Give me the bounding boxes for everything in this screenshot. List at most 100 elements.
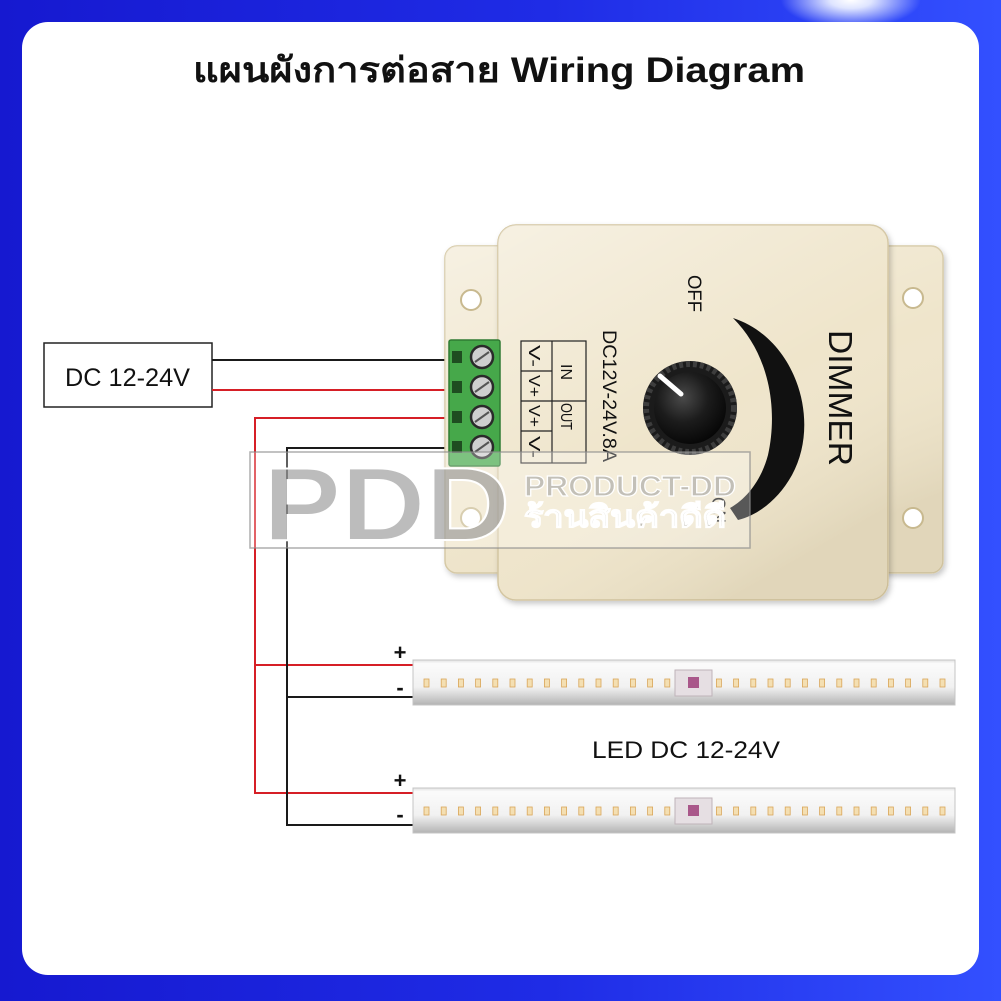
led-chip-row [423,806,946,816]
led-chip [819,806,825,816]
dimmer-name-label: DIMMER [822,330,859,466]
screw-slot [474,441,490,453]
led-chip [922,678,929,688]
led-chip [526,806,533,816]
power-supply: DC 12-24V [43,342,213,408]
led-chip [578,678,585,688]
led-chip [509,806,516,816]
led-chip [888,678,894,688]
led-chip [595,678,602,688]
output-positive-wire [254,417,456,794]
mounting-hole [460,289,482,311]
knob-ridges [643,361,737,455]
led-chip [544,806,550,816]
led-chip [836,678,843,688]
screw-slot [474,411,490,423]
input-label: IN [557,364,574,380]
wire-entry-hole [452,411,462,423]
terminal-block [448,339,501,467]
on-label: ON [707,497,728,523]
led-chip [750,806,757,816]
led-chip [853,678,860,688]
led-controller-chip [688,677,699,688]
watermark-logo: PDD [263,447,510,563]
led-chip [733,678,739,688]
table-outline [520,340,587,464]
strip-plus-label: + [394,640,407,665]
led-chip [647,678,653,688]
wire-entry-hole [452,441,462,453]
led-chip [612,678,619,688]
led-chip [544,678,550,688]
led-chip [750,678,757,688]
mounting-hole [902,287,924,309]
brightness-arc [730,318,805,520]
watermark-thai-brand: ร้านสินค้าดีดี [524,501,726,534]
screw-slot [474,351,490,363]
wire-entry-hole [452,381,462,393]
terminal-label: V+ [525,405,542,427]
led-chip [561,678,567,688]
terminal-label-table: V- V+ V+ V- IN OUT [520,340,587,464]
led-chip [922,806,929,816]
watermark: PDD PRODUCT-DD ร้านสินค้าดีดี [249,446,751,564]
led-chip [630,678,636,688]
led-chip [733,806,739,816]
led-chip [595,806,602,816]
screw-slot [474,381,490,393]
wires [212,359,456,826]
led-chip [888,806,894,816]
mounting-hole [902,507,924,529]
output-label: OUT [557,403,574,430]
led-chip [802,678,808,688]
wire-entry-hole [452,351,462,363]
watermark-brand: PRODUCT-DD [524,471,736,503]
led-chip [939,678,946,688]
led-chip [905,806,911,816]
led-chip [630,806,636,816]
power-supply-label: DC 12-24V [65,364,190,392]
strip-minus-label: - [396,675,403,700]
led-chip [836,806,843,816]
led-chip [509,678,516,688]
led-chip [492,806,499,816]
led-chip [423,806,430,816]
power-supply-box [43,342,213,408]
dimmer-controller: V- V+ V+ V- IN OUT DC12V-24V.8A OFF ON D… [444,224,944,601]
led-chip [870,678,877,688]
knob-cap [654,372,726,444]
led-chip [939,806,946,816]
led-chip [870,806,877,816]
led-strip [412,787,956,834]
terminal-label: V- [525,345,542,367]
led-chip [664,678,671,688]
led-chip [802,806,808,816]
led-chip [475,678,482,688]
led-chip [457,678,464,688]
output-negative-wire [286,447,456,826]
led-chip [423,678,430,688]
mounting-hole [460,507,482,529]
led-chip [784,806,791,816]
led-chip [767,678,774,688]
led-chip [767,806,774,816]
off-label: OFF [683,275,704,312]
led-chip [784,678,791,688]
led-strip [412,659,956,706]
led-chip [475,806,482,816]
led-chip [819,678,825,688]
led-chip [612,806,619,816]
page-title: แผนผังการต่อสาย Wiring Diagram [193,51,805,90]
led-chip [905,678,911,688]
led-chip-row [423,678,946,688]
terminal-block-housing [448,339,501,467]
led-chip [853,806,860,816]
led-chip [526,678,533,688]
strip-plus-label: + [394,768,407,793]
led-chip [457,806,464,816]
rating-label: DC12V-24V.8A [598,330,619,462]
strip-minus-label: - [396,802,403,827]
led-controller-chip [688,805,699,816]
